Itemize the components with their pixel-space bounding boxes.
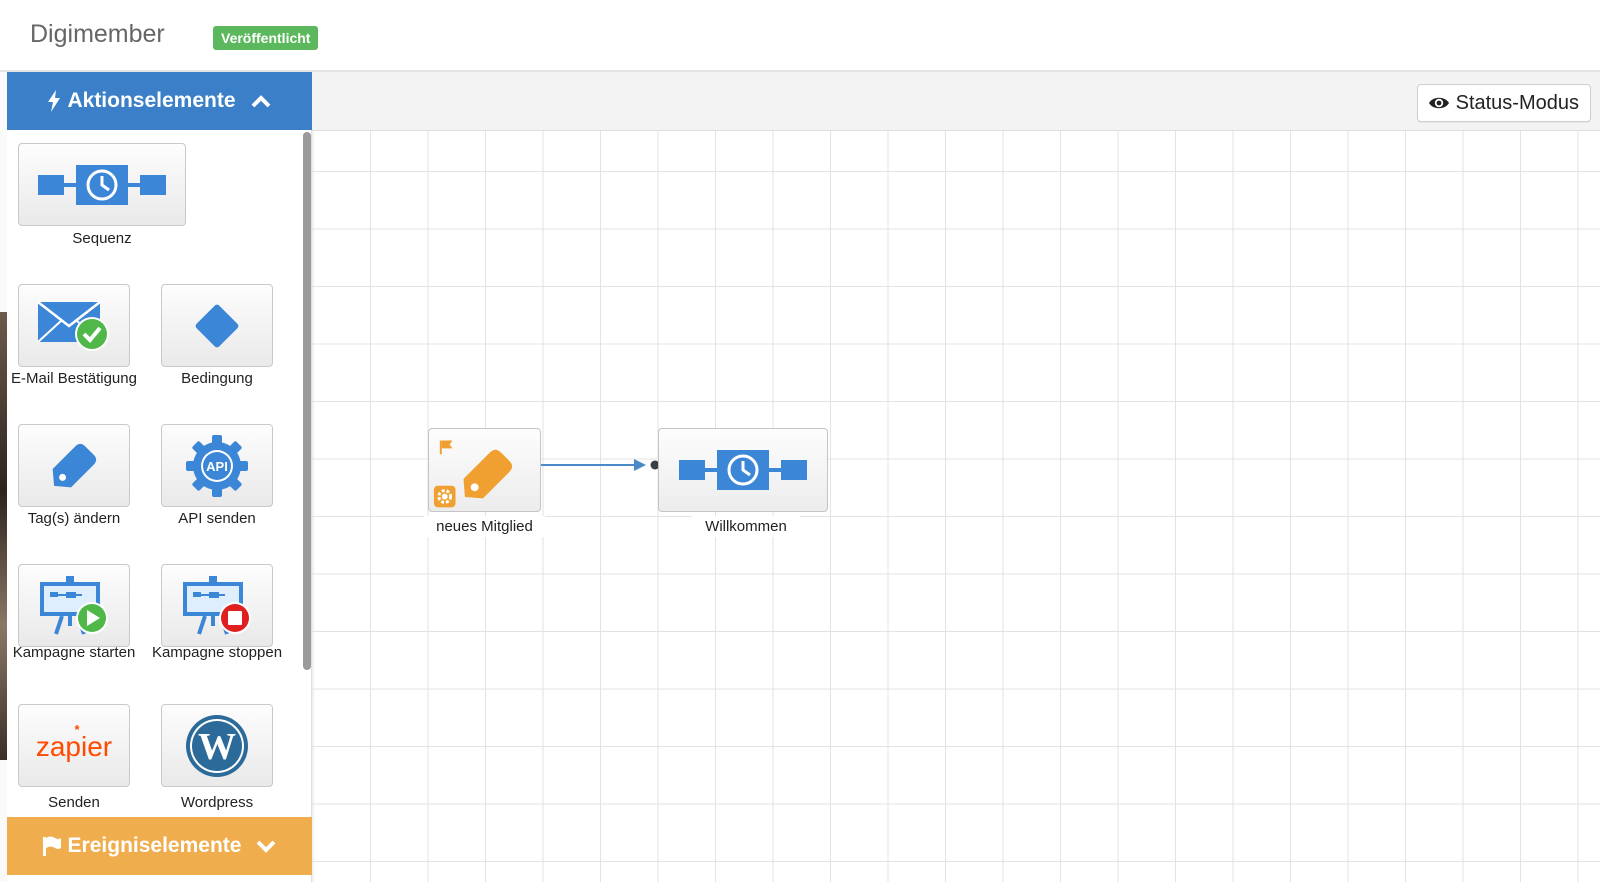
tile-campaign-stop[interactable] [161,564,273,647]
tag-icon [52,443,97,487]
tile-wordpress-label: Wordpress [180,794,254,811]
tile-email-confirm[interactable] [18,284,130,367]
tile-campaign-start-label: Kampagne starten [12,644,136,661]
condition-diamond-icon [195,304,239,347]
chevron-up-icon [251,95,270,108]
events-panel-header[interactable]: Ereigniselemente [7,817,312,875]
wordpress-icon: W [186,714,248,777]
sidebar: Aktionselemente Sequenz E-Mail Bestätigu… [7,72,312,882]
canvas-toolbar: Status-Modus [312,72,1600,131]
campaign-start-icon [40,575,108,635]
tile-change-tags[interactable] [18,424,130,507]
sequence-icon [38,164,166,205]
tile-api-send-label: API senden [178,510,256,527]
api-gear-icon: API [186,434,248,497]
background-photo [0,312,7,760]
status-mode-label: Status-Modus [1455,91,1579,114]
sidebar-scrollbar[interactable] [303,132,311,670]
tile-condition[interactable] [161,284,273,367]
actions-panel-header[interactable]: Aktionselemente [7,72,312,130]
flow-canvas[interactable] [312,131,1600,882]
flow-node-welcome-label: Willkommen [692,516,800,537]
tile-change-tags-label: Tag(s) ändern [27,510,121,527]
flow-node-welcome[interactable] [658,428,828,512]
svg-text:API: API [206,459,228,474]
sequence-icon [679,450,807,490]
zapier-icon: zapier * [36,724,112,762]
status-mode-button[interactable]: Status-Modus [1416,84,1591,122]
tile-wordpress[interactable]: W [161,704,273,787]
campaign-stop-icon [183,575,251,635]
flag-icon [42,836,61,856]
flow-node-new-member[interactable] [428,428,541,512]
events-panel-label: Ereigniselemente [67,834,242,857]
svg-text:W: W [198,726,236,768]
actions-panel-label: Aktionselemente [67,89,236,112]
tile-sequence-label: Sequenz [72,230,132,247]
email-confirm-icon [38,300,109,351]
status-badge: Veröffentlicht [213,26,319,50]
tile-zapier-send[interactable]: zapier * [18,704,130,787]
tile-email-confirm-label: E-Mail Bestätigung [11,370,137,387]
tile-sequence[interactable] [18,143,186,226]
tile-api-send[interactable]: API [161,424,273,507]
tile-campaign-start[interactable] [18,564,130,647]
tile-campaign-stop-label: Kampagne stoppen [151,644,283,661]
app-title: Digimember [30,20,165,48]
tile-condition-label: Bedingung [181,370,253,387]
flow-connector[interactable] [530,455,660,475]
chevron-down-icon [257,840,276,853]
svg-text:*: * [74,724,80,737]
svg-text:zapier: zapier [36,731,112,762]
tag-trigger-icon [433,440,513,508]
top-header: Digimember Veröffentlicht [0,0,1600,72]
eye-icon [1428,97,1449,109]
lightning-icon [48,90,61,112]
flow-node-new-member-label: neues Mitglied [424,516,545,537]
tile-zapier-send-label: Senden [48,794,100,811]
